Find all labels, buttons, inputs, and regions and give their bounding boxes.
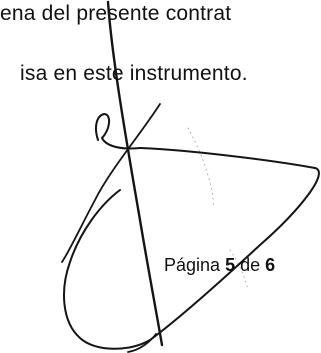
signature-stroke-loop — [95, 113, 141, 150]
total-page-count: 6 — [265, 255, 276, 275]
signature-stroke-sweep — [63, 147, 320, 350]
page-label: Página — [164, 255, 226, 275]
body-text-line-1: ena del presente contrat — [0, 2, 232, 25]
signature-stroke-main — [106, 0, 164, 347]
signature-stroke-tail — [127, 333, 157, 353]
current-page-number: 5 — [225, 255, 236, 275]
signature-speckle — [187, 127, 215, 209]
page-number-footer: Página 5 de 6 — [164, 255, 275, 276]
body-text-line-2: isa en este instrumento. — [20, 62, 248, 85]
page-separator: de — [235, 255, 266, 275]
signature-stroke-cross — [61, 103, 161, 263]
